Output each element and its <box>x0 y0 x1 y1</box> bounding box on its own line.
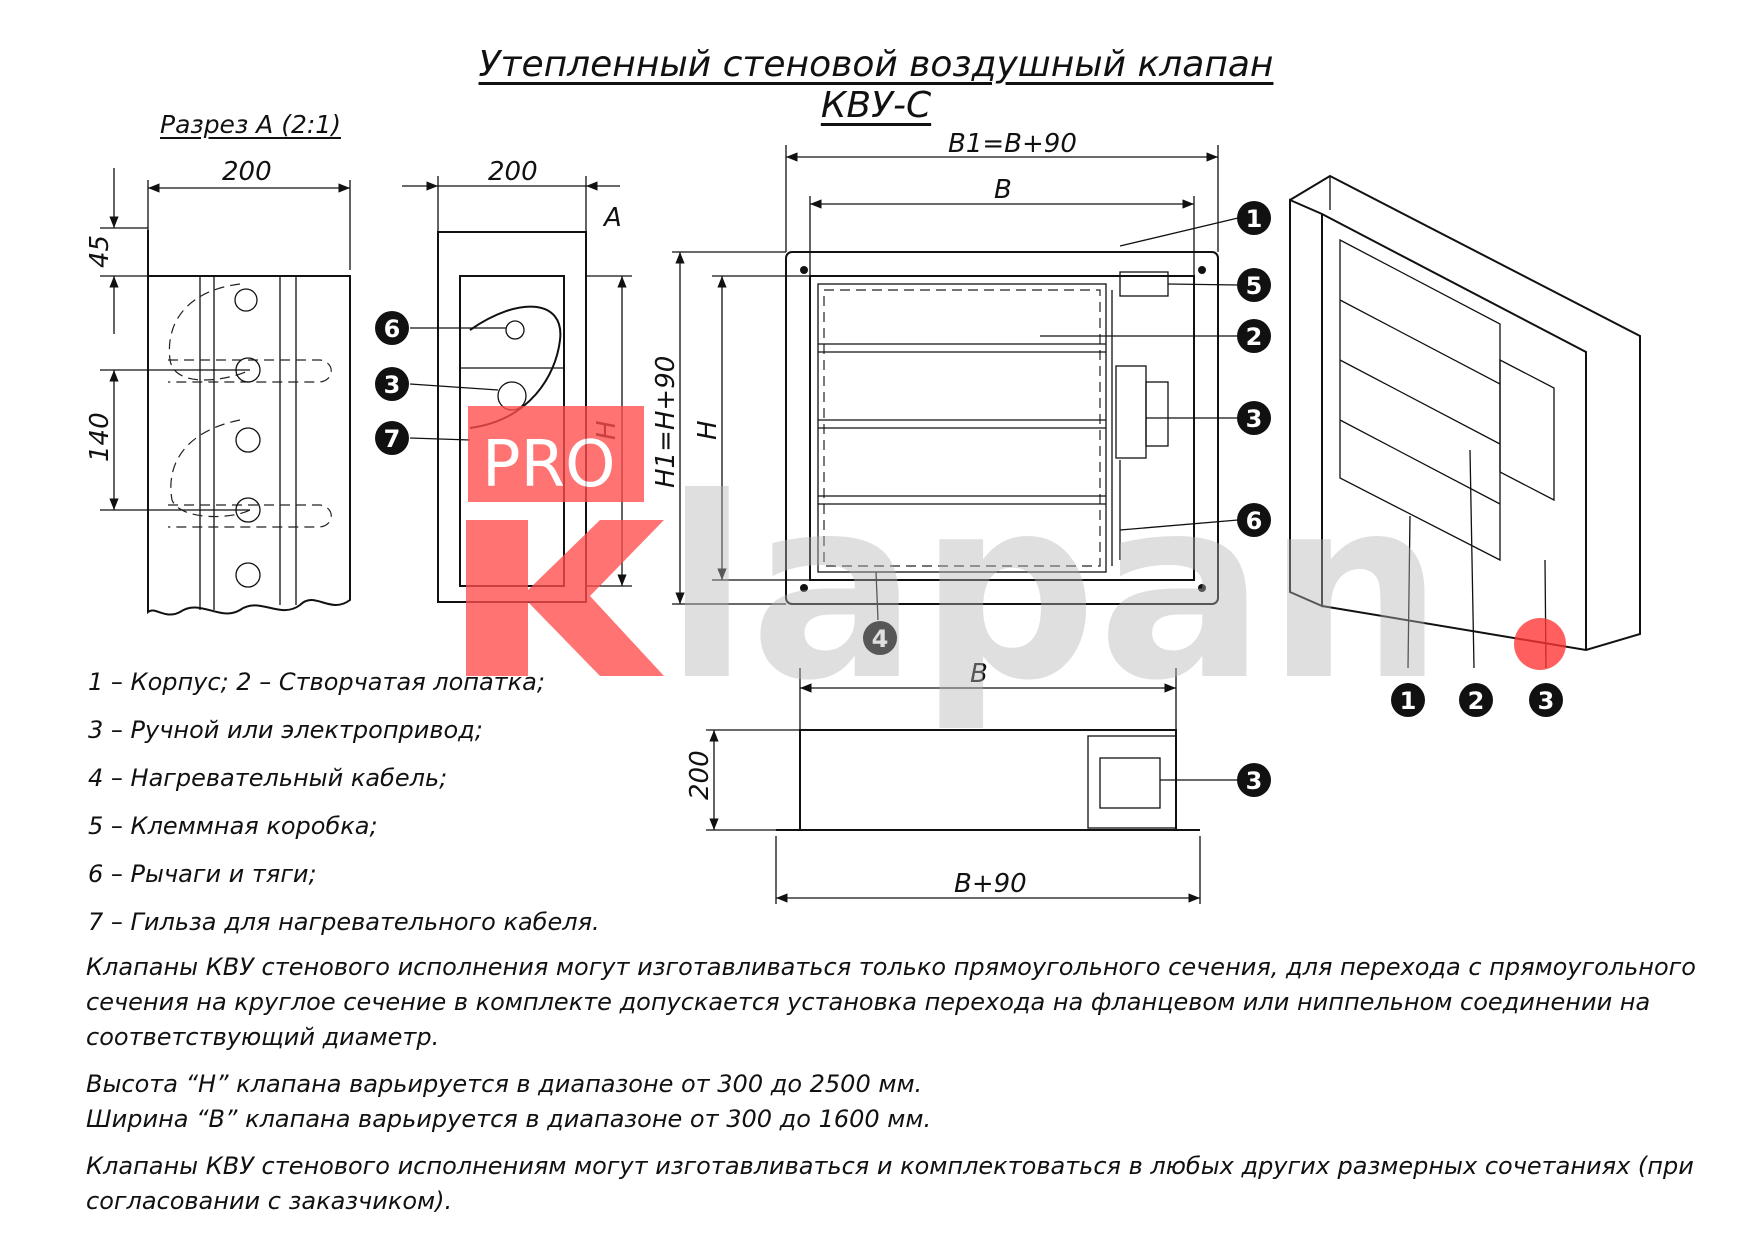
svg-text:1: 1 <box>1246 205 1263 233</box>
legend-item: 7 – Гильза для нагревательного кабеля. <box>88 908 600 936</box>
callout-3-side: 3 <box>375 367 409 401</box>
note-paragraph: Клапаны КВУ стенового исполнениям могут … <box>86 1152 1694 1215</box>
legend-list: 1 – Корпус; 2 – Створчатая лопатка; 3 – … <box>88 658 600 946</box>
svg-text:3: 3 <box>1538 687 1555 715</box>
view-mark-a: A <box>602 203 622 233</box>
legend-item: 3 – Ручной или электропривод; <box>88 716 483 744</box>
notes-block: Клапаны КВУ стенового исполнения могут и… <box>86 950 1706 1231</box>
svg-text:5: 5 <box>1246 272 1263 300</box>
callout-3-bottom: 3 <box>1237 763 1271 797</box>
callout-3-iso: 3 <box>1529 683 1563 717</box>
dim-45: 45 <box>85 235 115 268</box>
section-label: Разрез А (2:1) <box>160 110 341 139</box>
legend-item: 5 – Клеммная коробка; <box>88 812 378 840</box>
side-section-view: 200 A H <box>402 157 632 603</box>
svg-text:4: 4 <box>872 625 889 653</box>
callout-1-front: 1 <box>1237 201 1271 235</box>
dim-side-h: H <box>592 420 622 440</box>
section-a-view: 200 45 140 <box>85 157 351 616</box>
legend-item: 1 – Корпус; 2 – Створчатая лопатка; <box>88 668 545 696</box>
svg-text:2: 2 <box>1468 687 1485 715</box>
dim-side-width: 200 <box>488 157 538 187</box>
callout-7-side: 7 <box>375 421 409 455</box>
callout-1-iso: 1 <box>1391 683 1425 717</box>
dim-b1: B1=B+90 <box>948 129 1077 159</box>
dim-b-bottom: B <box>970 659 988 689</box>
dim-b90: B+90 <box>954 869 1027 899</box>
svg-text:6: 6 <box>1246 507 1263 535</box>
callout-2-front: 2 <box>1237 319 1271 353</box>
legend-item: 4 – Нагревательный кабель; <box>88 764 448 792</box>
page-title: Утепленный стеновой воздушный клапан КВУ… <box>478 44 1274 126</box>
callout-3-front: 3 <box>1237 401 1271 435</box>
callout-6-front: 6 <box>1237 503 1271 537</box>
callout-6-side: 6 <box>375 311 409 345</box>
callout-2-iso: 2 <box>1459 683 1493 717</box>
dim-h1: H1=H+90 <box>651 356 681 488</box>
svg-text:7: 7 <box>384 425 401 453</box>
dim-140: 140 <box>85 412 115 462</box>
callout-badges: 1 5 2 3 6 6 3 7 4 3 1 2 3 <box>375 201 1563 797</box>
front-view: B1=B+90 B H1=H+90 H <box>651 129 1239 621</box>
note-paragraph: Высота “H” клапана варьируется в диапазо… <box>86 1070 932 1133</box>
dim-b-top: B <box>994 175 1012 205</box>
svg-text:1: 1 <box>1400 687 1417 715</box>
dim-depth-200: 200 <box>685 750 715 800</box>
legend-item: 6 – Рычаги и тяги; <box>88 860 317 888</box>
svg-text:3: 3 <box>1246 767 1263 795</box>
note-paragraph: Клапаны КВУ стенового исполнения могут и… <box>86 953 1696 1051</box>
bottom-view: B 200 B+90 <box>685 659 1238 904</box>
dim-h: H <box>693 420 723 440</box>
isometric-view <box>1289 174 1641 669</box>
svg-text:3: 3 <box>1246 405 1263 433</box>
svg-text:6: 6 <box>384 315 401 343</box>
dim-section-width: 200 <box>222 157 272 187</box>
callout-5-front: 5 <box>1237 268 1271 302</box>
svg-text:2: 2 <box>1246 323 1263 351</box>
callout-4-front: 4 <box>863 621 897 655</box>
svg-text:3: 3 <box>384 371 401 399</box>
